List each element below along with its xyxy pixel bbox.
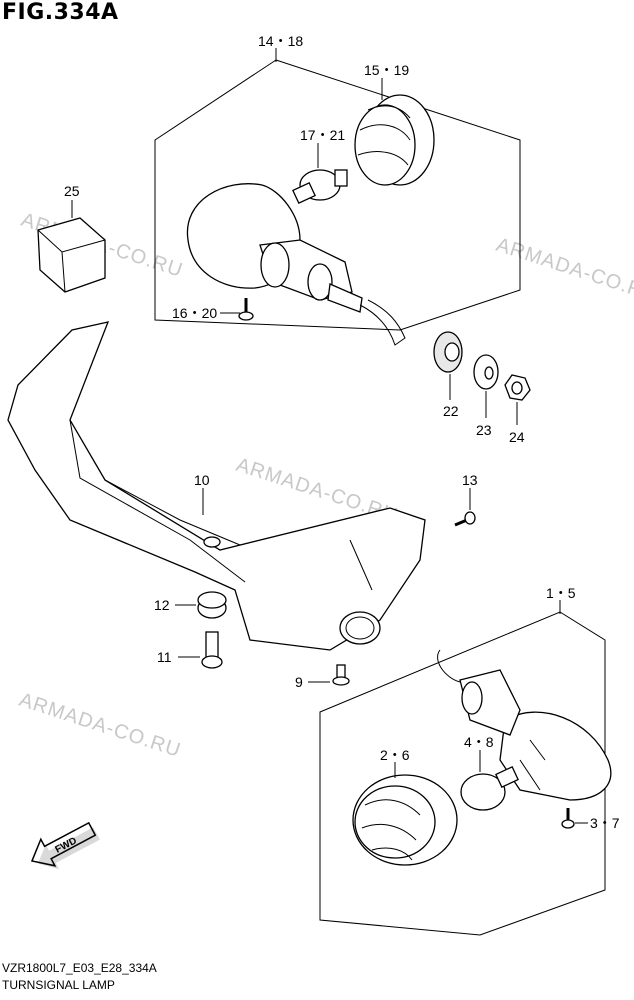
label-17-21: 17・21 [300,127,345,143]
label-12: 12 [154,597,170,613]
screw-16-20 [238,298,254,321]
label-10: 10 [194,472,210,488]
label-15-19: 15・19 [364,62,409,78]
watermark-4: ARMADA-CO.RU [16,689,183,762]
washer-22 [433,331,463,373]
footer-code: VZR1800L7_E03_E28_334A [2,961,157,975]
label-13: 13 [462,472,478,488]
screw-9 [332,664,350,686]
bulb-upper [292,169,341,205]
label-25: 25 [64,183,80,199]
lens-upper [334,94,435,187]
label-14-18: 14・18 [258,33,303,49]
figure-title: FIG.334A [2,0,119,25]
label-16-20: 16・20 [172,305,217,321]
footer-name: TURNSIGNAL LAMP [2,978,115,992]
grommet-12 [197,591,227,619]
label-22: 22 [443,403,459,419]
front-lamp-housing [437,649,612,801]
label-9: 9 [295,674,303,690]
fwd-arrow: FWD [30,821,100,870]
nut-24 [504,374,531,401]
bolt-11 [201,631,223,669]
front-lamp-assembly-frame [319,611,606,936]
label-1-5: 1・5 [546,585,576,601]
label-11: 11 [157,649,172,665]
rear-lamp-assembly-frame [154,59,521,331]
rear-lamp-housing [186,183,406,346]
relay-25 [37,217,106,293]
label-23: 23 [476,422,492,438]
part-labels: 14・18 15・19 17・21 16・20 25 22 23 24 10 1… [64,33,620,831]
screw-3-7 [561,808,575,829]
label-4-8: 4・8 [464,734,494,750]
screw-13 [454,511,476,527]
leader-lines [71,78,588,824]
label-24: 24 [509,429,525,445]
label-3-7: 3・7 [590,815,620,831]
bulb-lower [460,765,519,811]
washer-23 [473,354,499,390]
lens-lower [352,774,458,866]
label-2-6: 2・6 [380,747,410,763]
watermark-2: ARMADA-CO.RU [493,234,634,307]
bracket-10 [7,321,426,651]
